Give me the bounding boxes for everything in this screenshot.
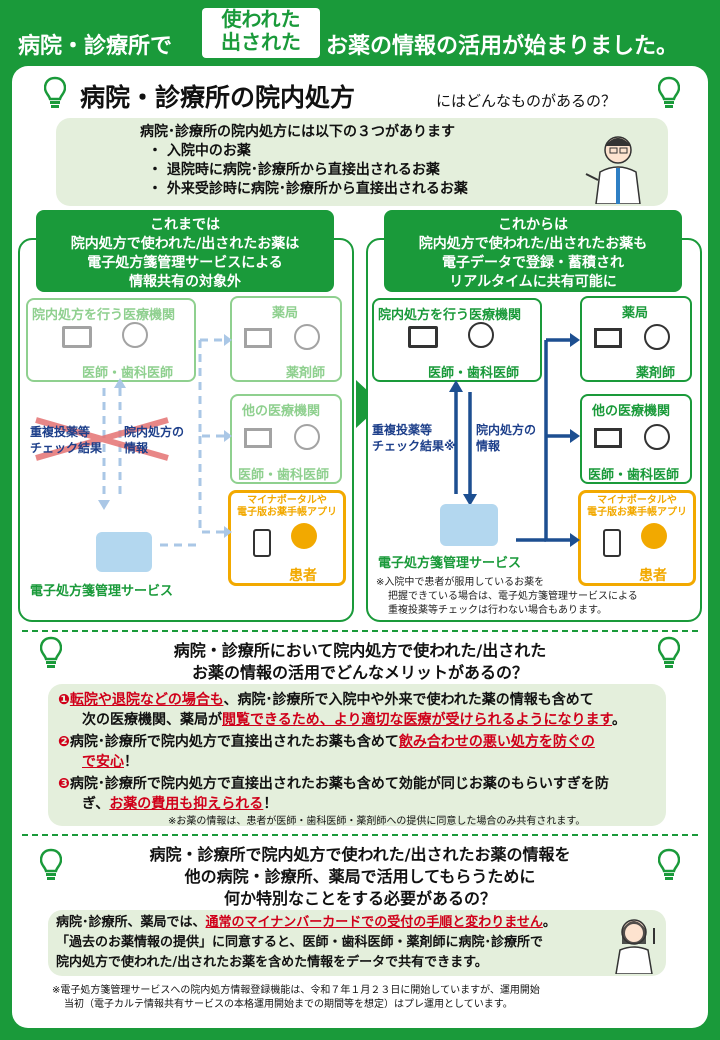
section3-answer: 病院･診療所、薬局では、通常のマイナンバーカードでの受付の手順と変わりません。 …: [56, 915, 556, 970]
after-title-line: これからは: [498, 217, 568, 233]
after-service-label: 電子処方箋管理サービス: [378, 556, 522, 571]
before-hospital-role: 医師・歯科医師: [82, 366, 174, 381]
after-note: ※入院中で患者が服用しているお薬を 把握できている場合は、電子処方箋管理サービス…: [376, 577, 638, 616]
merits-box: [48, 684, 666, 826]
after-portal-label: マイナポータルや電子版お薬手帳アプリ: [587, 495, 687, 518]
database-icon: [440, 504, 498, 546]
before-portal-label: マイナポータルや電子版お薬手帳アプリ: [237, 495, 337, 518]
lightbulb-icon: [658, 848, 680, 880]
after-hospital-title: 院内処方を行う医療機関: [378, 308, 522, 323]
doctor-icon: [122, 322, 148, 348]
before-title-line: 電子処方箋管理サービスによる: [87, 255, 283, 271]
before-title-line: 院内処方で使われた/出されたお薬は: [70, 236, 300, 252]
lightbulb-icon: [44, 76, 66, 108]
section-divider: [22, 630, 698, 632]
after-check-label: 重複投薬等チェック結果※: [372, 423, 456, 453]
after-flow-arrows: [449, 333, 580, 547]
before-hospital-title: 院内処方を行う医療機関: [32, 308, 176, 323]
before-title-line: 情報共有の対象外: [129, 274, 241, 290]
patient-icon: [291, 523, 317, 549]
before-title-box: これまでは 院内処方で使われた/出されたお薬は 電子処方箋管理サービスによる 情…: [36, 210, 334, 292]
after-pharmacy-box: 薬局 薬剤師: [580, 296, 692, 382]
after-title-box: これからは 院内処方で使われた/出されたお薬も 電子データで登録・蓄積され リア…: [384, 210, 682, 292]
section-divider: [22, 834, 698, 836]
doctor-icon: [468, 322, 494, 348]
pharmacist-icon: [644, 324, 670, 350]
after-pharmacy-title: 薬局: [622, 306, 649, 321]
lightbulb-icon: [658, 636, 680, 668]
pharmacist-illustration: [615, 919, 655, 974]
after-title-line: 電子データで登録・蓄積され: [442, 255, 624, 271]
before-hospital-box: 院内処方を行う医療機関 医師・歯科医師: [26, 298, 196, 382]
section3-question: 病院・診療所で院内処方で使われた/出されたお薬の情報を 他の病院・診療所、薬局で…: [149, 845, 571, 908]
section2-note: ※お薬の情報は、患者が医師・歯科医師・薬剤師への提供に同意した場合のみ共有されま…: [168, 816, 586, 827]
computer-icon: [62, 326, 92, 348]
lightbulb-icon: [40, 636, 62, 668]
merit-2: ❷病院･診療所で院内処方で直接出されたお薬も含めて飲み合わせの悪い処方を防ぐの …: [58, 734, 595, 770]
doctor-icon: [294, 424, 320, 450]
after-title-line: リアルタイムに共有可能に: [449, 274, 617, 290]
computer-icon: [594, 428, 622, 448]
before-flow-arrows: [35, 334, 232, 547]
section1-intro-box: [56, 118, 668, 206]
before-check-label: 重複投薬等チェック結果: [30, 425, 103, 455]
doctor-illustration: [585, 136, 641, 204]
after-patient-label: 患者: [639, 568, 667, 584]
after-hospital-box: 院内処方を行う医療機関 医師・歯科医師: [372, 298, 542, 382]
before-title-line: これまでは: [150, 217, 220, 233]
after-other-title: 他の医療機関: [592, 404, 671, 419]
section1-subtitle: にはどんなものがあるの？: [436, 92, 617, 110]
section1-intro-heading: 病院･診療所の院内処方には以下の３つがあります: [140, 124, 455, 140]
after-other-hospital-box: 他の医療機関 医師・歯科医師: [580, 394, 692, 484]
after-title-line: 院内処方で使われた/出されたお薬も: [418, 236, 648, 252]
before-pharmacy-title: 薬局: [272, 306, 299, 321]
computer-icon: [244, 328, 272, 348]
before-other-role: 医師・歯科医師: [238, 468, 330, 483]
computer-icon: [244, 428, 272, 448]
before-pharmacy-box: 薬局 薬剤師: [230, 296, 342, 382]
doctor-icon: [644, 424, 670, 450]
header-left-text: 病院・診療所で: [18, 34, 173, 59]
before-service-label: 電子処方箋管理サービス: [30, 584, 174, 599]
section1-title: 病院・診療所の院内処方: [80, 83, 356, 112]
patient-icon: [641, 523, 667, 549]
header-mid-line2: 出された: [221, 30, 301, 54]
computer-icon: [594, 328, 622, 348]
answer-box: [48, 910, 666, 976]
header-right-text: お薬の情報の活用が始まりました。: [326, 34, 679, 59]
footnote: ※電子処方箋管理サービスへの院内処方情報登録機能は、令和７年１月２３日に開始して…: [52, 985, 540, 1010]
database-icon: [96, 532, 152, 572]
after-info-label: 院内処方の情報: [476, 423, 537, 453]
lightbulb-icon: [658, 76, 680, 108]
section1-item: ・ 退院時に病院･診療所から直接出されるお薬: [148, 162, 440, 178]
after-patient-box: マイナポータルや電子版お薬手帳アプリ 患者: [578, 490, 696, 586]
before-patient-label: 患者: [289, 568, 317, 584]
section2-question: 病院・診療所において院内処方で使われた/出された お薬の情報の活用でどんなメリッ…: [173, 641, 547, 682]
smartphone-icon: [603, 529, 621, 557]
header-highlight-box: 使われた 出された: [202, 8, 320, 58]
header-banner: 病院・診療所で 使われた 出された お薬の情報の活用が始まりました。: [0, 0, 720, 64]
smartphone-icon: [253, 529, 271, 557]
before-other-hospital-box: 他の医療機関 医師・歯科医師: [230, 394, 342, 484]
before-other-title: 他の医療機関: [242, 404, 321, 419]
pharmacist-icon: [294, 324, 320, 350]
after-hospital-role: 医師・歯科医師: [428, 366, 520, 381]
header-mid-line1: 使われた: [221, 7, 301, 31]
before-pharmacy-role: 薬剤師: [286, 366, 326, 381]
merit-1: ❶転院や退院などの場合も、病院･診療所で入院中や外来で使われた薬の情報も含めて …: [58, 692, 627, 728]
before-info-label: 院内処方の情報: [124, 425, 185, 455]
section1-item: ・ 外来受診時に病院･診療所から直接出されるお薬: [148, 181, 468, 197]
section1-item: ・ 入院中のお薬: [148, 143, 251, 159]
before-patient-box: マイナポータルや電子版お薬手帳アプリ 患者: [228, 490, 346, 586]
computer-icon: [408, 326, 438, 348]
after-pharmacy-role: 薬剤師: [636, 366, 676, 381]
merit-3: ❸病院･診療所で院内処方で直接出されたお薬も含めて効能が同じお薬のもらいすぎを防…: [58, 776, 609, 812]
lightbulb-icon: [40, 848, 62, 880]
after-other-role: 医師・歯科医師: [588, 468, 680, 483]
